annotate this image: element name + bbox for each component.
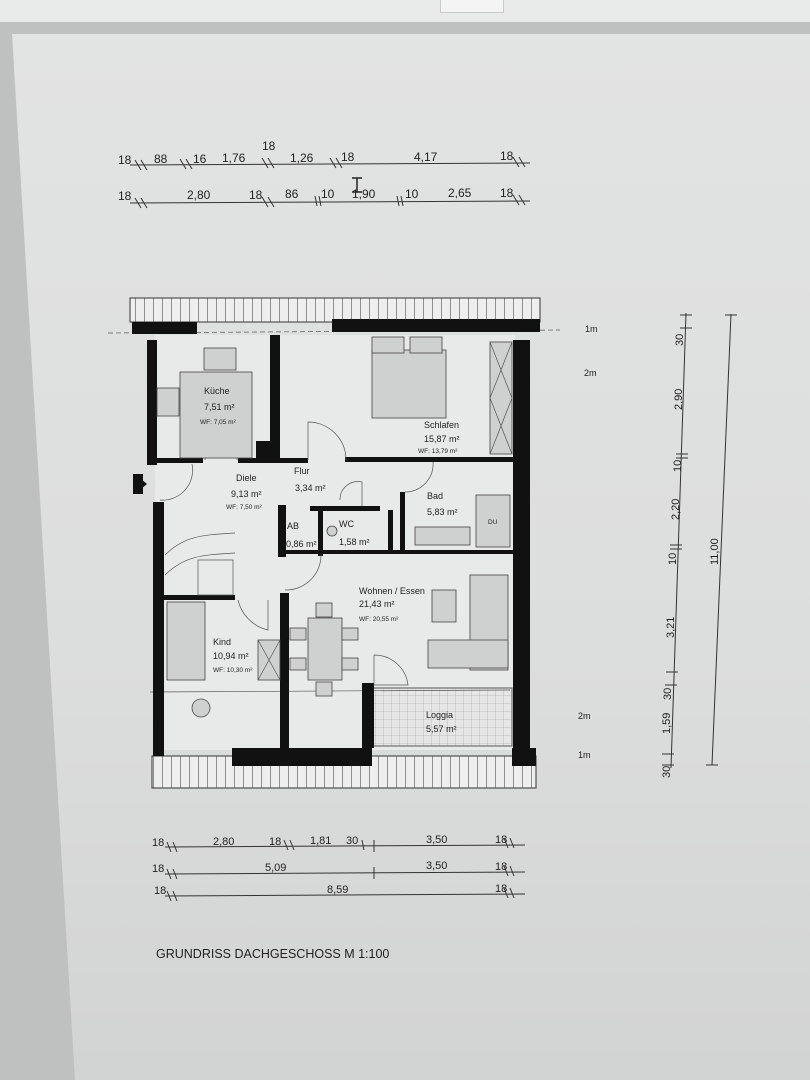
room-name-flur: Flur (294, 466, 310, 476)
room-name-loggia: Loggia (426, 710, 453, 720)
dim-label: 10 (667, 553, 679, 565)
room-name-ab: AB (287, 521, 299, 531)
dim-label: 1,76 (222, 151, 246, 165)
room-name-bad: Bad (427, 491, 443, 501)
dim-label: 1,81 (310, 835, 331, 847)
room-name-du: DU (488, 519, 498, 526)
dim-label: 10 (405, 187, 419, 201)
dim-label: 18 (154, 885, 166, 897)
room-area: 3,34 m² (295, 483, 326, 493)
room-wf: WF: 13,79 m² (418, 448, 458, 455)
dim-label: 30 (662, 688, 674, 700)
room-area: 7,51 m² (204, 402, 235, 412)
text-cursor-icon (352, 177, 362, 193)
room-wf: WF: 10,30 m² (213, 667, 253, 674)
dim-label: 18 (495, 883, 507, 895)
room-area: 9,13 m² (231, 489, 262, 499)
dim-label: 30 (346, 835, 358, 847)
dim-label: 2,65 (448, 186, 472, 200)
room-area: 5,83 m² (427, 507, 458, 517)
room-name-kind: Kind (213, 637, 231, 647)
room-area: 1,58 m² (339, 537, 370, 547)
dim-label: 3,50 (426, 860, 447, 872)
room-labels: Küche 7,51 m² WF: 7,05 m² Schlafen 15,87… (200, 386, 498, 734)
room-name-schlafen: Schlafen (424, 420, 459, 430)
height-marker: 2m (584, 368, 597, 378)
dim-label: 1,59 (661, 713, 673, 734)
dim-label: 16 (193, 152, 207, 166)
height-marker: 1m (578, 750, 591, 760)
dim-label: 18 (249, 188, 263, 202)
dim-label: 2,20 (670, 499, 682, 520)
dim-label: 18 (495, 834, 507, 846)
room-name-wohnen-essen: Wohnen / Essen (359, 586, 425, 596)
dim-label: 18 (118, 153, 132, 167)
room-wf: WF: 20,55 m² (359, 616, 399, 623)
room-area: 5,57 m² (426, 724, 457, 734)
dim-label: 2,90 (673, 389, 685, 410)
dim-label: 2,80 (213, 836, 234, 848)
dim-label: 18 (269, 836, 281, 848)
dim-label: 3,21 (665, 617, 677, 638)
room-wf: WF: 7,05 m² (200, 419, 237, 426)
dim-label: 18 (152, 837, 164, 849)
screen-top-bar (0, 0, 810, 22)
dim-label: 1,90 (352, 187, 376, 201)
dimension-right: 30 2,90 10 2,20 10 3,21 30 1,59 30 11,00 (661, 312, 737, 778)
height-markers: 1m 2m 2m 1m (578, 324, 598, 760)
dim-label: 18 (152, 863, 164, 875)
room-area: 10,94 m² (213, 651, 249, 661)
entrance-arrow-icon (135, 474, 147, 494)
room-area: 15,87 m² (424, 434, 460, 444)
dim-label: 4,17 (414, 150, 438, 164)
dim-label: 8,59 (327, 884, 348, 896)
room-wf: WF: 7,50 m² (226, 504, 263, 511)
room-area: 21,43 m² (359, 599, 395, 609)
height-marker: 2m (578, 711, 591, 721)
dim-label: 18 (500, 186, 514, 200)
dim-label: 10 (321, 187, 335, 201)
room-name-kueche: Küche (204, 386, 230, 396)
dim-label: 18 (262, 139, 276, 153)
dim-total-label: 11,00 (709, 538, 721, 565)
dim-label: 18 (500, 149, 514, 163)
tab-stub[interactable] (440, 0, 504, 13)
dim-label: 18 (495, 861, 507, 873)
dim-label: 3,50 (426, 834, 447, 846)
plan-title: GRUNDRISS DACHGESCHOSS M 1:100 (156, 947, 389, 961)
dimension-top: 18 88 16 1,76 18 1,26 18 4,17 18 18 2,80… (118, 139, 531, 209)
height-marker: 1m (585, 324, 598, 334)
plan-drawing (107, 297, 561, 789)
room-name-diele: Diele (236, 473, 257, 483)
dim-label: 2,80 (187, 188, 211, 202)
dim-label: 30 (661, 766, 673, 778)
dim-label: 1,26 (290, 151, 314, 165)
dim-label: 30 (674, 334, 686, 346)
room-area: 0,86 m² (286, 539, 317, 549)
room-name-wc: WC (339, 519, 354, 529)
dim-label: 88 (154, 152, 168, 166)
dim-label: 5,09 (265, 862, 286, 874)
dim-label: 86 (285, 187, 299, 201)
dimension-bottom: 18 2,80 18 1,81 30 3,50 18 18 5,09 3,50 … (152, 834, 526, 902)
dim-label: 10 (672, 460, 684, 472)
dim-label: 18 (118, 189, 132, 203)
dim-label: 18 (341, 150, 355, 164)
